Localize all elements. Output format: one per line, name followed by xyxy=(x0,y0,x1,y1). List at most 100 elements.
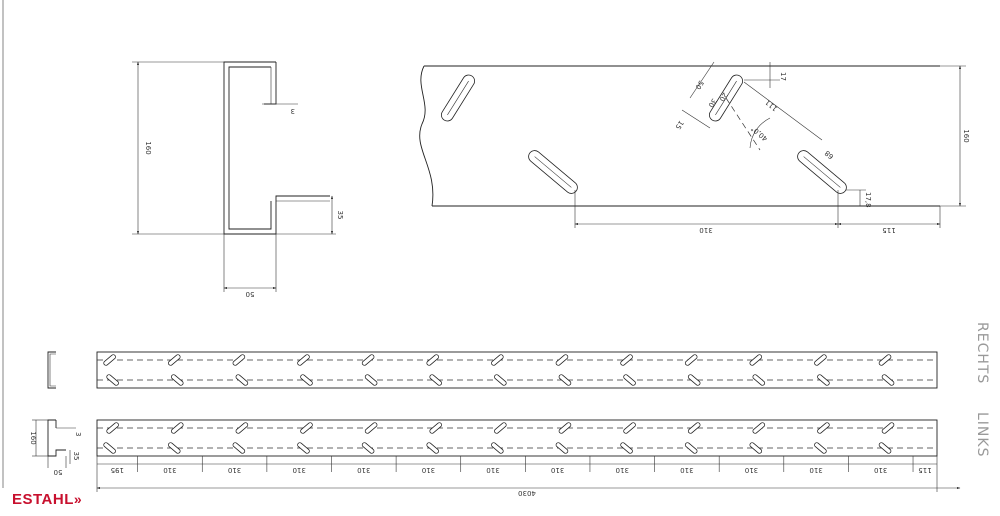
slot xyxy=(491,354,504,366)
slot xyxy=(103,354,116,366)
profile-section: 160 3 35 50 xyxy=(132,61,344,298)
segment-length-label: 195 xyxy=(111,466,124,474)
slot xyxy=(491,442,504,454)
slot xyxy=(426,354,439,366)
slot xyxy=(814,354,827,366)
slot xyxy=(426,442,439,454)
slot xyxy=(297,354,310,366)
slot-edge-offset-label: 17,8 xyxy=(864,192,872,208)
slot xyxy=(881,422,895,434)
slot xyxy=(429,422,442,434)
slot xyxy=(749,354,763,366)
slot xyxy=(752,374,766,386)
slot xyxy=(749,442,763,454)
slot-length-label: 50 xyxy=(693,79,705,91)
slot xyxy=(106,374,119,386)
slot-offset-a-label: 20 xyxy=(717,91,729,103)
slot xyxy=(232,442,246,454)
segment-length-label: 310 xyxy=(745,466,758,474)
segment-length-label: 310 xyxy=(616,466,629,474)
slot-detail: 17 50 20 30 15 111 68 40,0° 17,8 160 310… xyxy=(419,61,970,234)
slot xyxy=(167,354,181,366)
slot xyxy=(232,354,246,366)
slot xyxy=(300,374,313,386)
slot-width-label: 17 xyxy=(779,72,787,81)
segment-length-label: 310 xyxy=(357,466,370,474)
slot xyxy=(687,422,701,434)
slot xyxy=(684,354,698,366)
slot xyxy=(297,442,310,454)
slot xyxy=(361,442,375,454)
brand-chevron-icon: » xyxy=(73,491,83,507)
slot-height-label: 160 xyxy=(962,129,970,142)
slot xyxy=(103,442,116,454)
detail-slot xyxy=(528,150,578,194)
slot xyxy=(170,422,184,434)
brand-name: ESTAHL xyxy=(12,491,74,508)
segment-length-label: 310 xyxy=(551,466,564,474)
segment-length-label: 310 xyxy=(422,466,435,474)
segment-length-label: 310 xyxy=(680,466,693,474)
elevation-left: 160 3 50 35 195 310 310 310 310 310 310 310 310 3… xyxy=(29,419,961,497)
slot xyxy=(106,422,119,434)
elevation-profile-lip-label: 35 xyxy=(72,452,80,461)
slot xyxy=(623,422,636,434)
elevation-profile-flange-label: 50 xyxy=(54,468,63,476)
slot xyxy=(494,374,507,386)
estahl-logo: ESTAHL» xyxy=(12,491,82,508)
slot-offset-b-label: 30 xyxy=(706,97,718,109)
slot xyxy=(558,374,572,386)
slot xyxy=(752,422,766,434)
slot xyxy=(235,374,249,386)
slot-end-offset-label: 115 xyxy=(882,226,895,234)
slot xyxy=(364,374,378,386)
slot xyxy=(817,374,830,386)
segment-length-label: 310 xyxy=(486,466,499,474)
elevation-right xyxy=(47,351,938,389)
slot-angle-label: 40,0° xyxy=(750,124,770,142)
slot xyxy=(814,442,827,454)
slot xyxy=(684,442,698,454)
label-rechts: RECHTS xyxy=(974,322,990,384)
slot xyxy=(623,374,636,386)
slot xyxy=(555,442,569,454)
label-links: LINKS xyxy=(974,412,990,457)
segment-length-label: 310 xyxy=(809,466,822,474)
segment-length-label: 115 xyxy=(918,466,931,474)
slot-spacing-label: 111 xyxy=(764,98,779,113)
elevation-profile-wall-label: 3 xyxy=(74,432,82,436)
profile-flange-label: 50 xyxy=(246,290,255,298)
segment-length-label: 310 xyxy=(292,466,305,474)
segment-length-label: 310 xyxy=(228,466,241,474)
elevation-profile-height-label: 160 xyxy=(29,431,37,444)
slot xyxy=(620,442,633,454)
slot xyxy=(167,442,181,454)
slot xyxy=(620,354,633,366)
profile-wall-label: 3 xyxy=(291,107,295,115)
total-length-label: 4030 xyxy=(518,489,536,497)
slot-offset-c-label: 15 xyxy=(673,119,685,131)
profile-lip-label: 35 xyxy=(336,211,344,220)
slot xyxy=(429,374,442,386)
slot xyxy=(555,354,569,366)
slot xyxy=(361,354,375,366)
slot xyxy=(170,374,184,386)
profile-height-label: 160 xyxy=(144,141,152,154)
segment-length-label: 310 xyxy=(163,466,176,474)
slot xyxy=(817,422,830,434)
slot-length-2-label: 68 xyxy=(823,149,835,161)
slot xyxy=(300,422,313,434)
detail-slot xyxy=(441,74,475,122)
slot xyxy=(364,422,378,434)
slot xyxy=(878,442,892,454)
slot xyxy=(687,374,701,386)
segment-length-label: 310 xyxy=(874,466,887,474)
slot xyxy=(558,422,572,434)
slot xyxy=(881,374,895,386)
slot xyxy=(878,354,892,366)
slot xyxy=(494,422,507,434)
slot-pitch-label: 310 xyxy=(699,226,712,234)
slot xyxy=(235,422,249,434)
detail-slot xyxy=(797,150,847,194)
